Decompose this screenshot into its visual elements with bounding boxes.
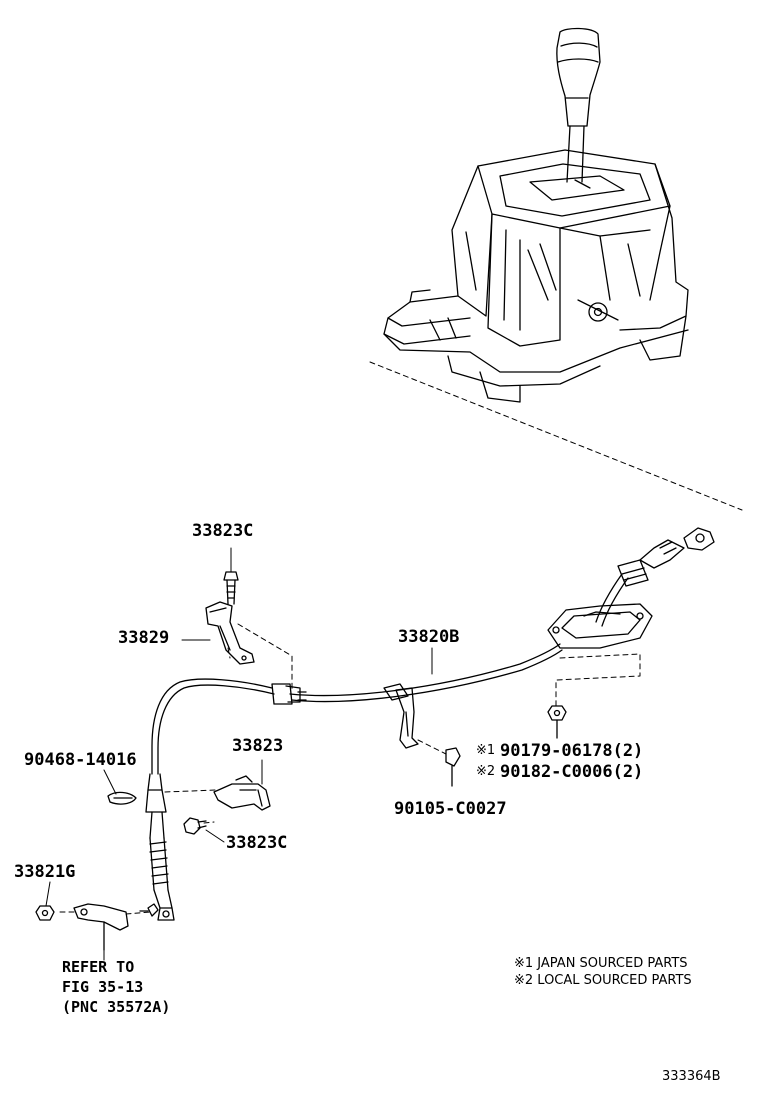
bolt-33823c-top (223, 571, 239, 605)
nut-90179-90182 (547, 705, 567, 739)
label-clip-90468-14016: 90468-14016 (24, 750, 137, 770)
clip-90468-14016 (107, 791, 137, 805)
diagram-id: 333364B (662, 1069, 721, 1084)
label-cable-33820b: 33820B (398, 627, 460, 647)
label-bolt-33823c-top: 33823C (192, 521, 254, 541)
refer-line-2: FIG 35-13 (62, 978, 144, 996)
mark-local: ※2 (476, 764, 496, 779)
lever-arm (73, 903, 129, 951)
legend-local-sourced: ※2 LOCAL SOURCED PARTS (514, 973, 692, 988)
shift-cable (145, 527, 715, 921)
label-clip-90105-c0027: 90105-C0027 (394, 799, 507, 819)
label-nut-90179-06178: 90179-06178(2) (500, 741, 644, 761)
legend-japan-sourced: ※1 JAPAN SOURCED PARTS (514, 956, 688, 971)
bolt-lever (139, 903, 159, 917)
shift-lever-assembly (383, 27, 689, 403)
mark-japan: ※1 (476, 743, 496, 758)
dashed-leader-lines (59, 361, 743, 915)
nut-33821g (35, 905, 55, 921)
refer-line-3: (PNC 35572A) (62, 998, 171, 1016)
refer-line-1: REFER TO (62, 958, 135, 976)
label-nut-90182-c0006: 90182-C0006(2) (500, 762, 644, 782)
bracket-33823 (213, 775, 271, 811)
label-bolt-33823c-lower: 33823C (226, 833, 288, 853)
label-bracket-33829: 33829 (118, 628, 170, 648)
bracket-33829 (205, 601, 255, 665)
label-nut-33821g: 33821G (14, 862, 76, 882)
label-leaders (45, 547, 433, 961)
bolt-33823c-lower (183, 817, 207, 835)
clip-90105-c0027 (445, 747, 461, 787)
label-bracket-33823: 33823 (232, 736, 284, 756)
